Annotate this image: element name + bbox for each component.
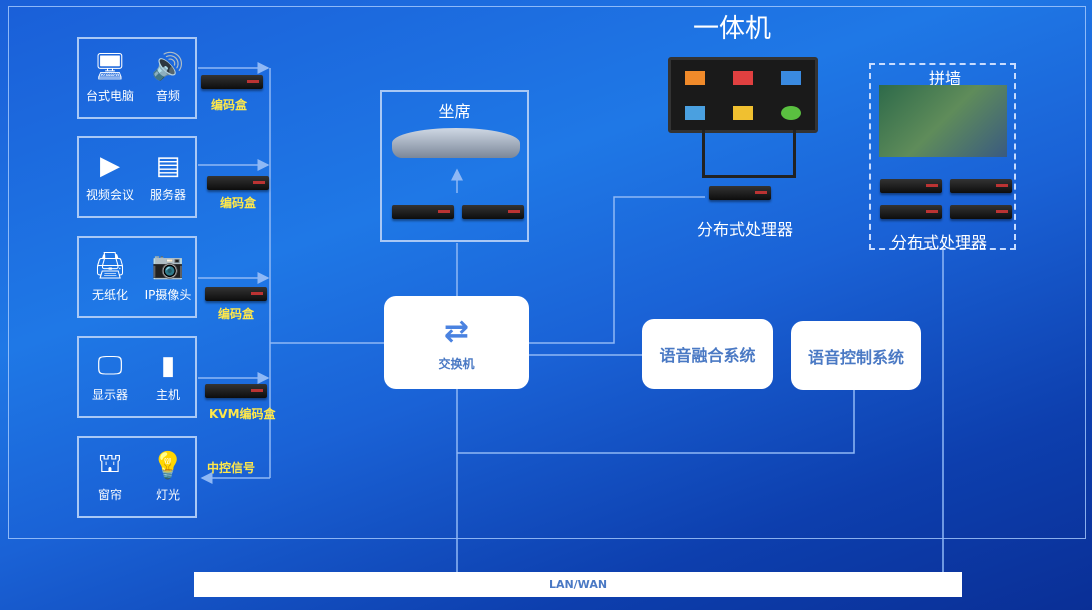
encoder-device [201,75,263,89]
app-icon [685,70,705,85]
light-bulb-icon: 💡 [151,451,185,481]
outer-frame [8,6,1086,539]
seat-label: 坐席 [438,102,471,121]
speaker-icon: 🔊 [151,52,185,82]
video-wall-image [879,85,1007,157]
device-label: 音频 [155,89,180,103]
wall-processor-label: 分布式处理器 [891,233,988,252]
encoder-device [205,287,267,301]
device-label: 主机 [155,388,180,402]
switch-label: 交换机 [438,356,475,371]
processor-label: 分布式处理器 [697,220,794,239]
encoder-label: 编码盒 [211,98,248,112]
processor-device [709,186,771,200]
voice-fusion-system[interactable]: 语音融合系统 [642,319,773,389]
device-group: ▶ 视频会议 ▤ 服务器 [77,136,197,218]
seat-box: 坐席 [380,90,529,242]
curtain-icon: ⛫ [98,449,122,479]
encoder-label: 编码盒 [218,307,255,321]
app-icon [685,105,705,120]
voice-control-system[interactable]: 语音控制系统 [791,321,921,390]
processor-device [880,179,942,193]
encoder-label: 中控信号 [207,461,256,475]
encoder-label: KVM编码盒 [209,407,276,421]
device-label: 显示器 [91,388,128,402]
screen-stand [702,130,796,178]
device-label: 台式电脑 [85,89,134,103]
chat-icon [781,105,801,120]
paperless-icon: 🖨 [93,251,127,281]
lan-wan-bar: LAN/WAN [194,572,962,597]
device-label: 视频会议 [85,188,134,202]
desktop-icon: 🖥 [93,52,127,82]
all-in-one-title: 一体机 [693,14,772,44]
device-label: 窗帘 [97,488,122,502]
seat-console-image [392,128,520,158]
processor-device [880,205,942,219]
video-conference-icon: ▶ [100,151,120,181]
processor-device [950,205,1012,219]
encoder-device [392,205,454,219]
app-icon [733,70,753,85]
device-group: ⛫ 窗帘 💡 灯光 [77,436,197,518]
all-in-one-screen [668,57,818,133]
monitor-icon: 🖵 [97,350,123,381]
encoder-label: 编码盒 [220,196,257,210]
encoder-device [207,176,269,190]
switch-node[interactable]: ⇄ 交换机 [384,296,529,389]
encoder-device [205,384,267,398]
processor-device [950,179,1012,193]
device-label: 无纸化 [91,288,128,302]
device-label: 服务器 [149,188,186,202]
folder-icon [733,105,753,120]
device-group: 🖵 显示器 ▮ 主机 [77,336,197,418]
ip-camera-icon: 📷 [151,251,185,281]
device-group: 🖨 无纸化 📷 IP摄像头 [77,236,197,318]
app-icon [781,70,801,85]
switch-icon: ⇄ [443,313,470,349]
host-icon: ▮ [160,351,176,381]
server-icon: ▤ [155,151,181,181]
wall-label: 拼墙 [929,69,962,88]
device-label: 灯光 [155,488,180,502]
device-label: IP摄像头 [144,288,192,302]
device-group: 🖥 台式电脑 🔊 音频 [77,37,197,119]
video-wall-box: 拼墙 分布式处理器 [869,63,1016,252]
encoder-device [462,205,524,219]
